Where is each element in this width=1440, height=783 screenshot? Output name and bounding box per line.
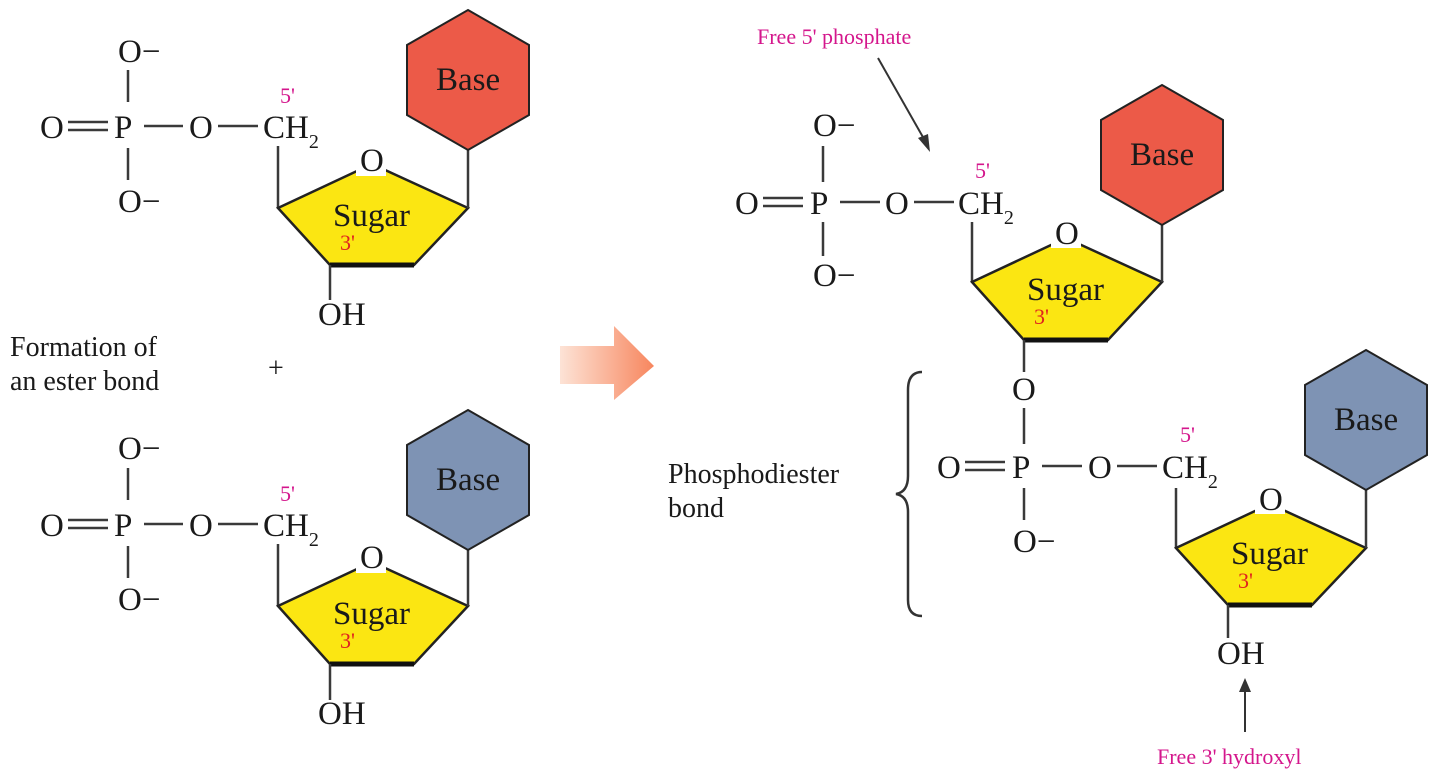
three-prime-label: 3' bbox=[1034, 304, 1049, 329]
sugar-label: Sugar bbox=[333, 198, 410, 234]
base-hexagon bbox=[406, 8, 530, 152]
bracket-icon bbox=[895, 370, 923, 618]
phosphate-o-minus-top: O− bbox=[118, 431, 160, 467]
phosphate-o-minus-bottom: O− bbox=[118, 582, 160, 618]
nucleotide-bottom-left: O− O P O CH2 5' O− O Sugar 3' OH Base bbox=[40, 408, 530, 732]
linkage-o-minus: O− bbox=[1013, 524, 1055, 560]
free-5-phosphate-label: Free 5' phosphate bbox=[757, 24, 911, 49]
linkage-phosphorus: P bbox=[1012, 450, 1030, 486]
five-prime-label: 5' bbox=[280, 83, 295, 108]
hydroxyl-group: OH bbox=[318, 696, 366, 732]
linkage-double-o: O bbox=[937, 450, 961, 486]
phosphodiester-linkage: O O P O O− bbox=[937, 340, 1157, 560]
plus-sign: + bbox=[268, 353, 284, 384]
three-prime-label: 3' bbox=[340, 628, 355, 653]
phosphate-double-o: O bbox=[40, 508, 64, 544]
formation-label-line2: an ester bond bbox=[10, 366, 159, 397]
ch2-group: CH2 bbox=[958, 186, 1014, 229]
base-label: Base bbox=[436, 462, 500, 498]
ring-oxygen: O bbox=[1055, 216, 1079, 252]
phosphate-double-o: O bbox=[40, 110, 64, 146]
phosphate-o-minus-top: O− bbox=[813, 108, 855, 144]
five-prime-label: 5' bbox=[1180, 422, 1195, 447]
nucleotide-right-bottom: CH2 5' O Sugar 3' OH Base bbox=[1162, 348, 1428, 672]
nucleotide-top-left: O− O P O CH2 5' O− O Sugar 3' OH Base bbox=[40, 8, 530, 333]
phosphate-double-o: O bbox=[735, 186, 759, 222]
five-prime-label: 5' bbox=[280, 481, 295, 506]
ring-oxygen: O bbox=[360, 540, 384, 576]
annotation-arrowhead-icon bbox=[918, 134, 930, 152]
ring-oxygen: O bbox=[360, 143, 384, 179]
nucleotide-right-top: O− O P O CH2 5' O− O Sugar 3' Base bbox=[735, 83, 1224, 343]
linkage-oxygen-3prime: O bbox=[1012, 372, 1036, 408]
ch2-group: CH2 bbox=[263, 110, 319, 153]
three-prime-label: 3' bbox=[340, 230, 355, 255]
ch2-group: CH2 bbox=[263, 508, 319, 551]
base-label: Base bbox=[436, 62, 500, 98]
bridge-oxygen: O bbox=[885, 186, 909, 222]
ch2-group: CH2 bbox=[1162, 450, 1218, 493]
phosphate-o-minus-top: O− bbox=[118, 34, 160, 70]
phosphate-o-minus-bottom: O− bbox=[118, 184, 160, 220]
ring-oxygen: O bbox=[1259, 482, 1283, 518]
formation-label-line1: Formation of bbox=[10, 332, 158, 363]
annotation-arrowhead-icon bbox=[1239, 678, 1251, 692]
base-label: Base bbox=[1130, 137, 1194, 173]
base-label: Base bbox=[1334, 402, 1398, 438]
phosphorus: P bbox=[114, 508, 132, 544]
bridge-oxygen: O bbox=[189, 110, 213, 146]
base-hexagon bbox=[1304, 348, 1428, 492]
free-3-hydroxyl-label: Free 3' hydroxyl bbox=[1157, 744, 1302, 769]
linkage-oxygen-5prime: O bbox=[1088, 450, 1112, 486]
sugar-ring bbox=[969, 236, 1165, 342]
hydroxyl-group: OH bbox=[1217, 636, 1265, 672]
sugar-ring bbox=[1173, 502, 1369, 607]
three-prime-label: 3' bbox=[1238, 568, 1253, 593]
five-prime-label: 5' bbox=[975, 158, 990, 183]
sugar-label: Sugar bbox=[333, 596, 410, 632]
reaction-arrow-icon bbox=[560, 326, 654, 400]
phosphorus: P bbox=[810, 186, 828, 222]
base-hexagon bbox=[406, 408, 530, 552]
phosphate-o-minus-bottom: O− bbox=[813, 258, 855, 294]
sugar-label: Sugar bbox=[1231, 536, 1308, 572]
hydroxyl-group: OH bbox=[318, 297, 366, 333]
phosphorus: P bbox=[114, 110, 132, 146]
base-hexagon bbox=[1100, 83, 1224, 227]
phosphodiester-label-line2: bond bbox=[668, 493, 724, 524]
phosphodiester-label-line1: Phosphodiester bbox=[668, 459, 840, 490]
bridge-oxygen: O bbox=[189, 508, 213, 544]
sugar-label: Sugar bbox=[1027, 272, 1104, 308]
